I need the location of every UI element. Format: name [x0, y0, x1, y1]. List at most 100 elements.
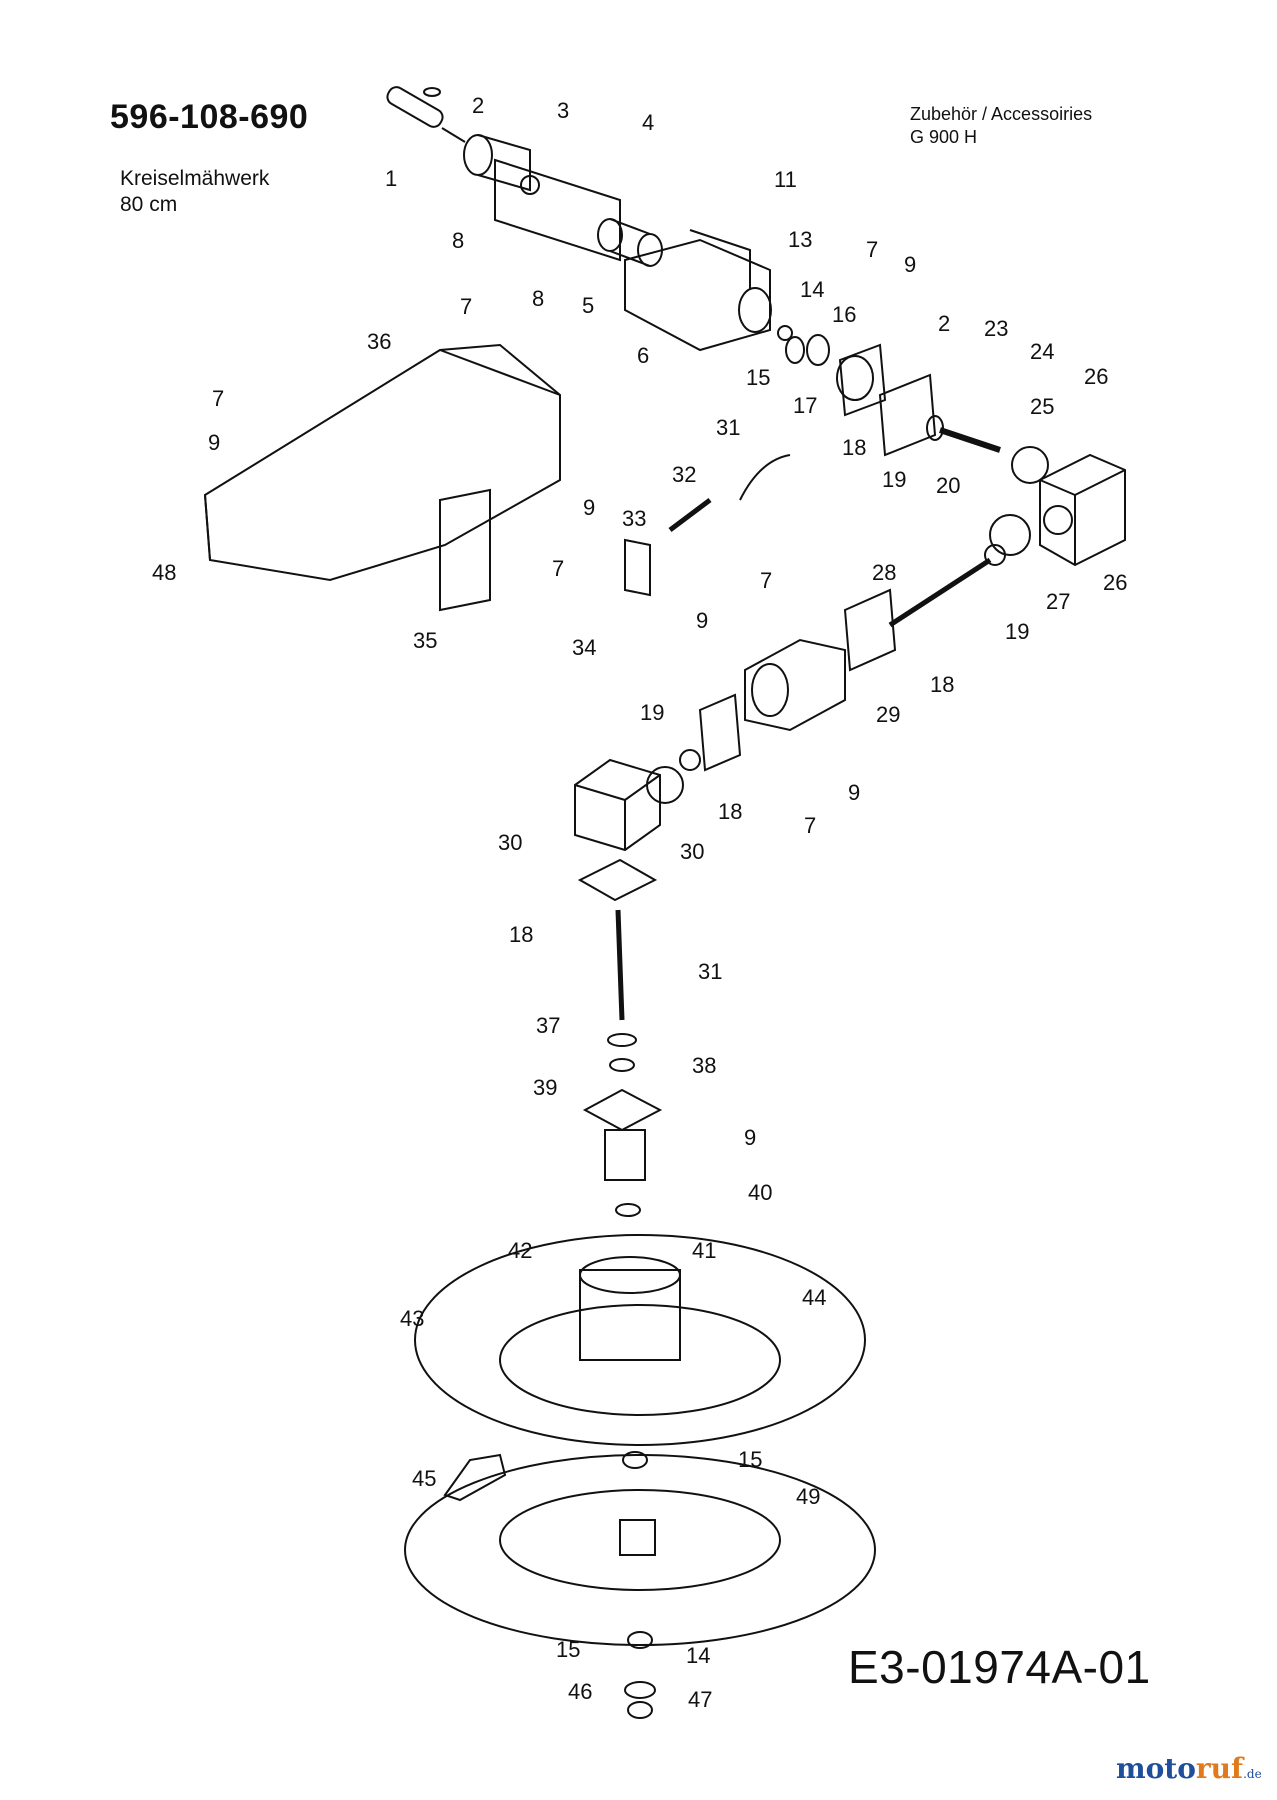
watermark-tld: .de — [1243, 1767, 1262, 1781]
callout-16: 17 — [793, 393, 817, 418]
part-18-bearing-right — [984, 544, 1006, 566]
accessories-line-2: G 900 H — [910, 127, 978, 147]
part-17-gasket-right — [843, 588, 897, 672]
callout-38: 38 — [692, 1053, 716, 1078]
callout-22: 25 — [1030, 394, 1054, 419]
callout-11: 13 — [788, 227, 812, 252]
callout-9: 9 — [583, 495, 595, 520]
part-36-cover — [203, 343, 561, 582]
callout-7: 7 — [212, 386, 224, 411]
callout-8: 8 — [532, 286, 544, 311]
callout-41: 41 — [692, 1238, 716, 1263]
part-13-ring — [777, 325, 793, 341]
callout-1: 1 — [385, 166, 397, 191]
part-11-housing — [624, 229, 772, 352]
callout-18: 19 — [882, 467, 906, 492]
callout-18: 19 — [640, 700, 664, 725]
part-49-disc — [404, 1454, 876, 1646]
title-line-1: Kreiselmähwerk — [120, 167, 270, 190]
part-33-bracket — [624, 538, 651, 597]
part-32-rod — [668, 498, 712, 532]
callout-9: 9 — [744, 1125, 756, 1150]
callout-5: 5 — [582, 293, 594, 318]
callout-30: 31 — [698, 959, 722, 984]
watermark-accent: ruf — [1195, 1752, 1244, 1785]
callout-40: 40 — [748, 1180, 772, 1205]
watermark: motoruf.de — [1116, 1752, 1262, 1785]
callout-9: 9 — [696, 608, 708, 633]
callout-48: 48 — [152, 560, 176, 585]
callout-4: 4 — [642, 110, 654, 135]
part-35-skirt — [439, 488, 491, 612]
callout-2: 2 — [472, 93, 484, 118]
callout-36: 36 — [367, 329, 391, 354]
callout-18: 19 — [1005, 619, 1029, 644]
title-line-2: 80 cm — [120, 193, 178, 216]
callout-31: 31 — [716, 415, 740, 440]
callout-14: 15 — [556, 1637, 580, 1662]
callout-13: 14 — [686, 1643, 710, 1668]
callout-28: 30 — [680, 839, 704, 864]
callout-9: 9 — [208, 430, 220, 455]
part-17-gasket-bottom — [577, 858, 658, 902]
callout-17: 18 — [509, 922, 533, 947]
part-25-gear — [989, 514, 1031, 556]
part-5-coupling — [597, 218, 663, 267]
part-drawings — [203, 86, 1126, 1719]
callout-25: 27 — [1046, 589, 1070, 614]
part-callouts: 1 2 3 4 11 8 13 7 9 14 7 8 5 16 2 23 36 … — [152, 93, 1127, 1712]
part-24-gearbox — [1039, 453, 1126, 567]
part-18-bearing-lower — [679, 749, 701, 771]
part-15-seal — [806, 334, 830, 366]
callout-14: 15 — [746, 365, 770, 390]
callout-33: 33 — [622, 506, 646, 531]
callout-7: 7 — [804, 813, 816, 838]
part-44-disc — [414, 1234, 866, 1446]
part-37-nut — [607, 1033, 637, 1047]
callout-17: 18 — [930, 672, 954, 697]
part-18-bearing-upper — [926, 415, 944, 441]
callout-47: 47 — [688, 1687, 712, 1712]
part-30-shaft — [615, 909, 625, 1021]
callout-34: 34 — [572, 635, 596, 660]
callout-9: 9 — [848, 780, 860, 805]
part-31-spring — [739, 454, 791, 501]
callout-14: 15 — [738, 1447, 762, 1472]
part-38-washer — [609, 1058, 635, 1072]
part-47-clip — [627, 1701, 653, 1719]
part-39-bearing-housing — [582, 1088, 663, 1181]
callout-21: 24 — [1030, 339, 1054, 364]
callout-17: 18 — [718, 799, 742, 824]
part-19-shaft — [939, 427, 1001, 453]
part-17-gasket-left — [698, 693, 742, 772]
callout-19: 20 — [936, 473, 960, 498]
part-22-gear — [1011, 446, 1049, 484]
callout-42: 42 — [508, 1238, 532, 1263]
callout-27: 29 — [876, 702, 900, 727]
callout-9: 9 — [904, 252, 916, 277]
part-45-blade — [443, 1453, 507, 1502]
callout-44: 44 — [802, 1285, 826, 1310]
part-14-bearing-lower — [622, 1451, 648, 1469]
part-14-bearing-bottom — [627, 1631, 653, 1649]
callout-17: 18 — [842, 435, 866, 460]
callout-26: 28 — [872, 560, 896, 585]
callout-20: 23 — [984, 316, 1008, 341]
part-2-clip — [423, 87, 441, 97]
callout-15: 16 — [832, 302, 856, 327]
callout-13: 14 — [800, 277, 824, 302]
callout-6: 6 — [637, 343, 649, 368]
part-14-bearing — [785, 336, 805, 364]
callout-49: 49 — [796, 1484, 820, 1509]
callout-46: 46 — [568, 1679, 592, 1704]
part-26-shaft — [888, 557, 992, 628]
part-16-flange — [836, 343, 887, 417]
callout-8: 8 — [452, 228, 464, 253]
watermark-main: moto — [1116, 1752, 1196, 1785]
callout-24: 26 — [1103, 570, 1127, 595]
part-1-pin — [386, 86, 466, 143]
part-3-bracket — [463, 134, 621, 262]
callout-7: 7 — [460, 294, 472, 319]
callout-7: 7 — [760, 568, 772, 593]
